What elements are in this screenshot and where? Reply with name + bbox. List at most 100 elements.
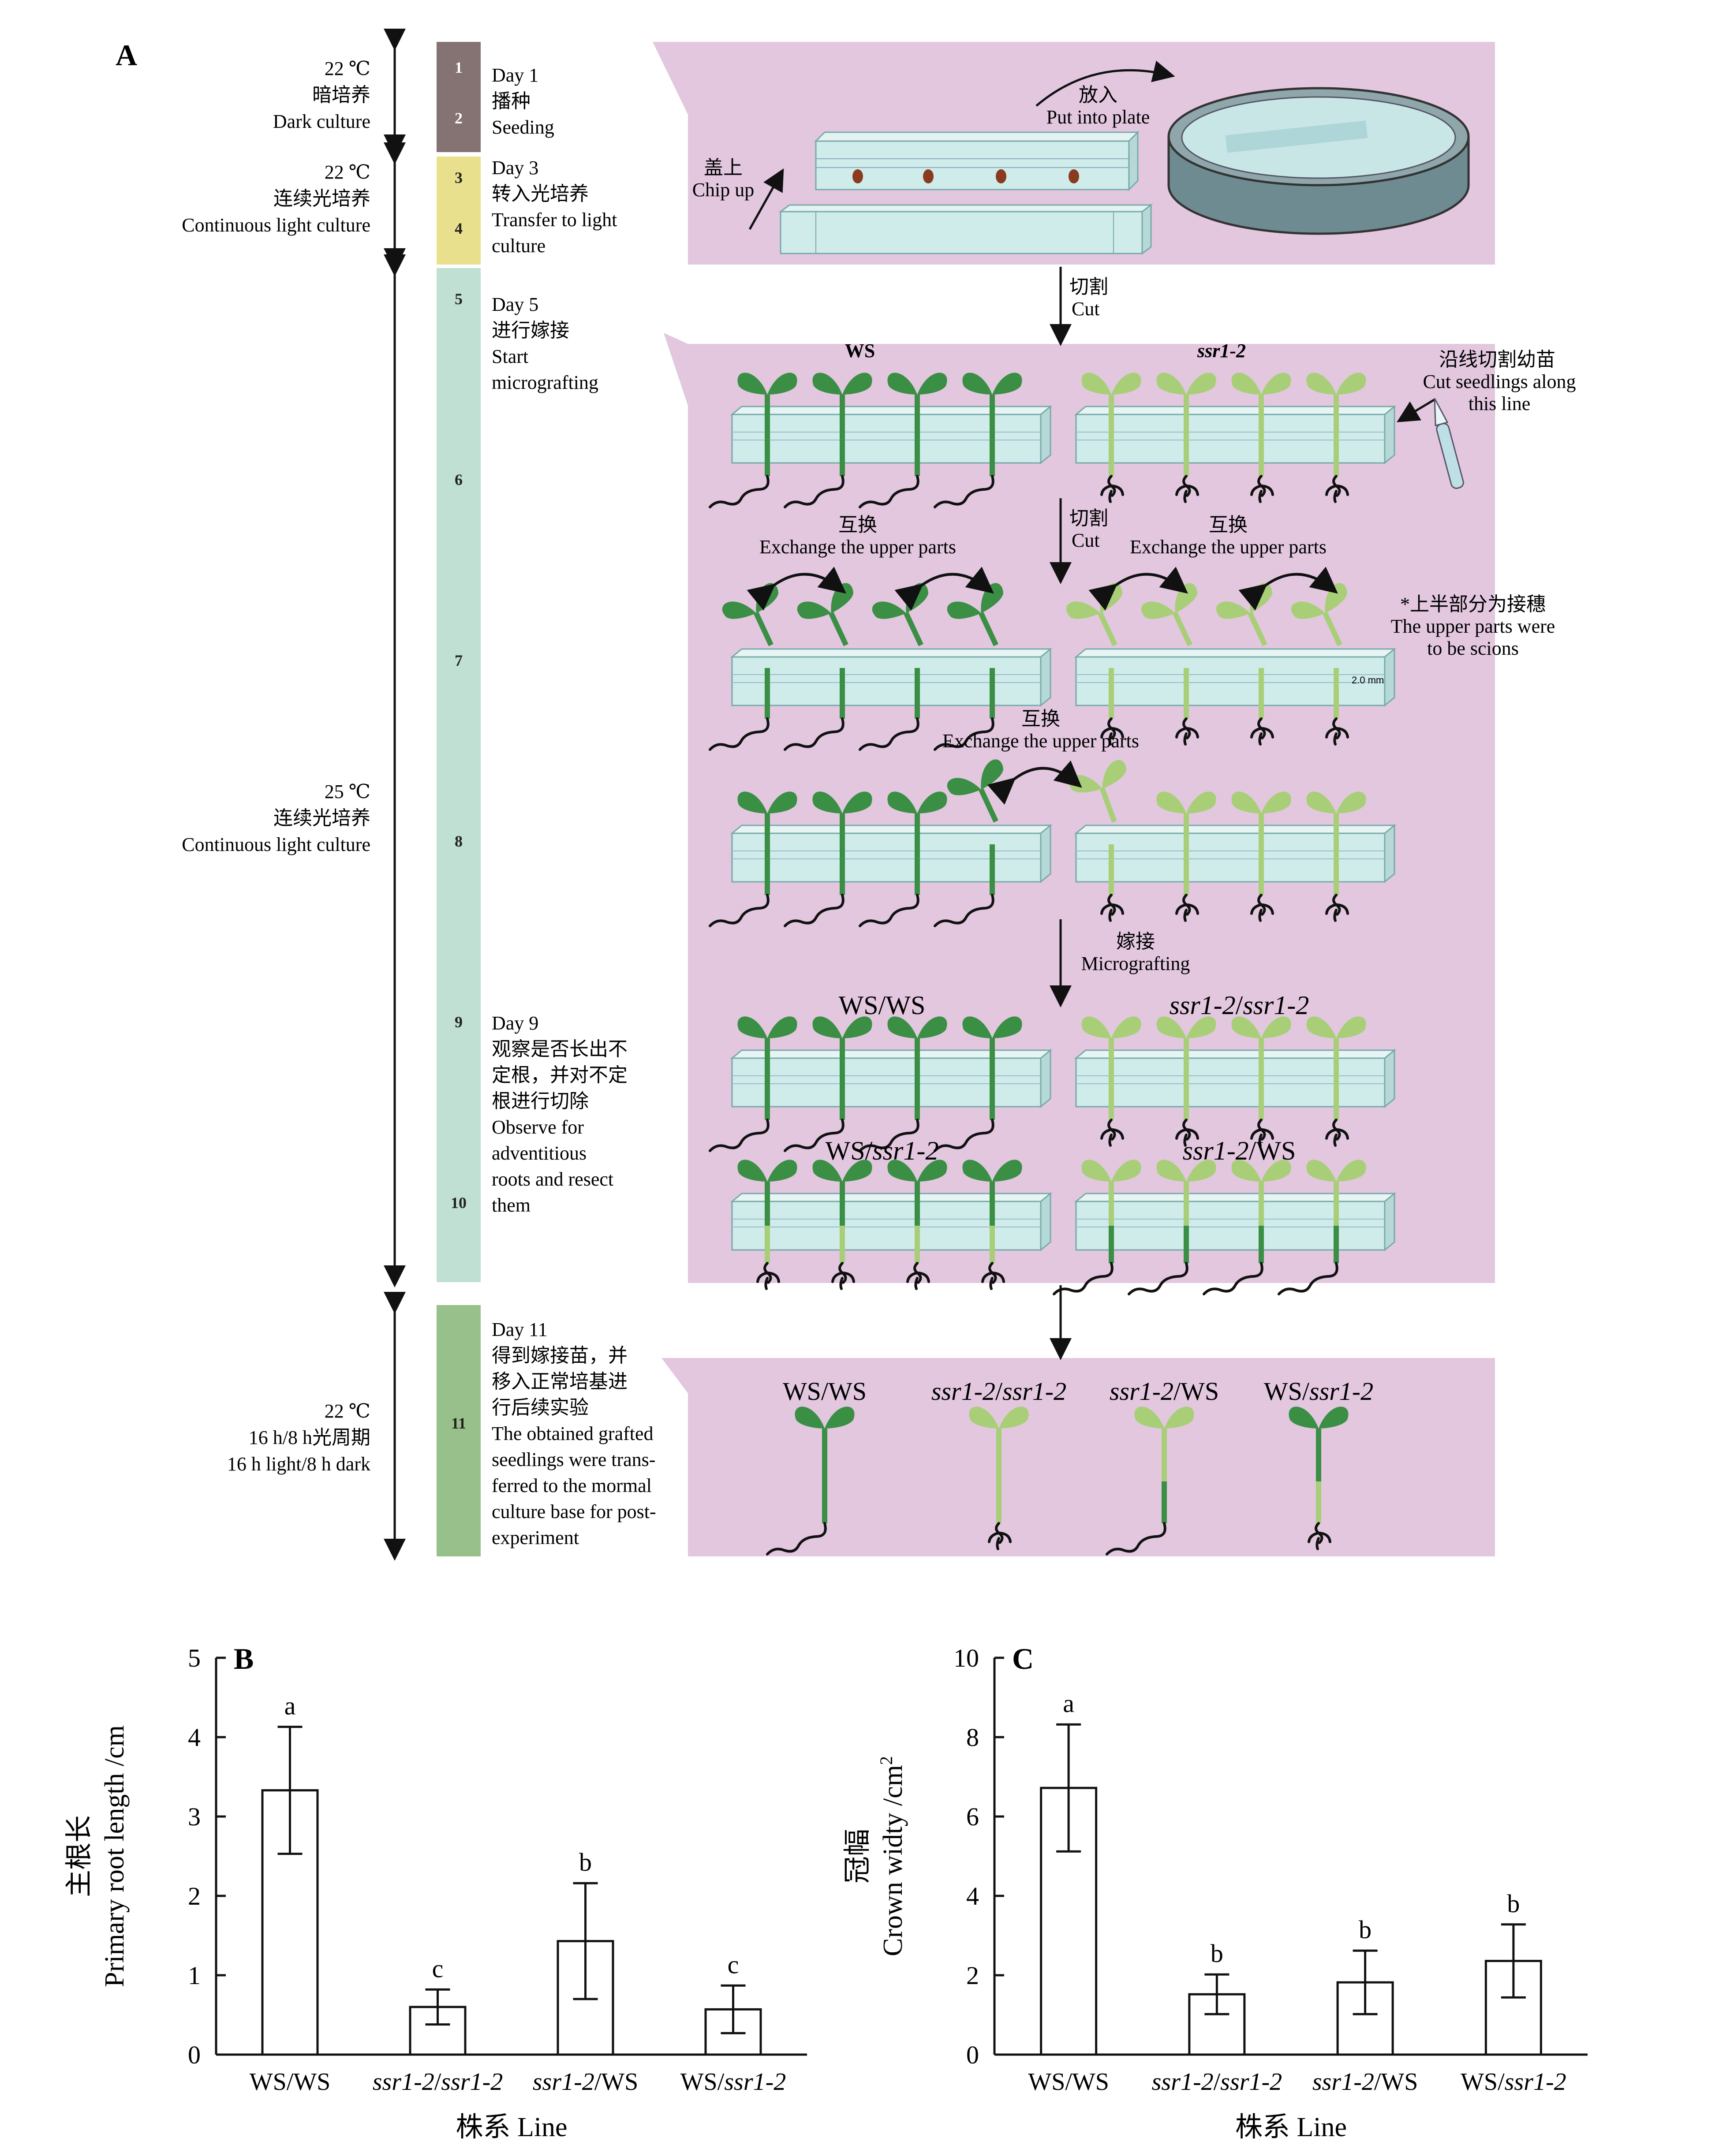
y-tick-label-8: 8 (966, 1723, 979, 1752)
exchange-1-en: Exchange the upper parts (759, 536, 956, 558)
swap-arrow-ssr-1 (1088, 567, 1188, 611)
chip-combo-1 (1074, 1048, 1397, 1108)
grafted-seedling-0-0 (709, 1016, 797, 1152)
mm-label: 2.0 mm (1352, 675, 1384, 686)
scion-note-en-1: The upper parts were (1391, 615, 1555, 637)
x-tick-label-0: WS/WS (1028, 2068, 1109, 2096)
stage-note-3-6: roots and resect (492, 1168, 613, 1190)
stage-note-1-0: Day 3 (492, 157, 538, 179)
swap-arrow-ws-1 (747, 567, 846, 611)
stage-note-3-4: Observe for (492, 1116, 584, 1138)
seedling-r1-ws-2 (859, 373, 947, 508)
y-axis-title-cn: 冠幅 (843, 1829, 873, 1884)
combo-label-3: ssr1-2/WS (1183, 1136, 1296, 1165)
seedling-r3-ssr-2 (1231, 791, 1291, 922)
box1-content: 盖上 Chip up 放入 Put into plate (692, 60, 1470, 255)
scalpel-icon (1434, 398, 1464, 489)
seedling-r1-ws-1 (784, 373, 872, 508)
grafted-seedling-0-2 (859, 1016, 947, 1152)
y-tick-label-3: 3 (188, 1802, 201, 1831)
significance-letter-3: c (728, 1950, 739, 1979)
x-tick-label-1: ssr1-2/ssr1-2 (373, 2068, 503, 2096)
combo-label-0: WS/WS (839, 991, 926, 1020)
chip-up-arrow (748, 168, 784, 230)
day-number-2: 2 (455, 109, 463, 127)
final-label-0: WS/WS (783, 1377, 867, 1406)
stage-note-2-2: Start (492, 346, 528, 367)
y-axis-title-en: Primary root length /cm (100, 1725, 130, 1987)
seedling-r1-ssr-0 (1081, 373, 1141, 503)
grafted-seedling-1-3 (1306, 1016, 1366, 1147)
chip-up-en: Chip up (692, 179, 755, 201)
y-tick-label-4: 4 (188, 1723, 201, 1752)
x-tick-label-3: WS/ssr1-2 (680, 2068, 786, 2096)
chip-up-cn: 盖上 (704, 157, 743, 179)
final-seedling-3 (1289, 1406, 1349, 1550)
cut-2-cn: 切割 (1069, 507, 1108, 529)
final-seedling-1 (969, 1406, 1029, 1550)
day-number-6: 6 (455, 471, 463, 489)
stage-note-4-5: seedlings were trans- (492, 1449, 655, 1470)
cut-line-arrow (1397, 398, 1436, 422)
y-tick-label-2: 2 (188, 1882, 201, 1910)
cut-2-en: Cut (1072, 530, 1100, 551)
exchange-1-cn: 互换 (838, 514, 877, 536)
grafted-seedling-3-2 (1203, 1160, 1291, 1295)
day-number-5: 5 (455, 290, 463, 308)
chart-c: C0246810aWS/WSbssr1-2/ssr1-2bssr1-2/WSbW… (843, 1642, 1588, 2142)
ssr-header: ssr1-2 (1197, 340, 1246, 362)
y-axis-title-en: Crown widty /cm2 (876, 1756, 908, 1956)
put-into-plate-arrow (1035, 60, 1175, 107)
exchange-2-cn: 互换 (1209, 514, 1248, 536)
panel-b-label: B (234, 1642, 254, 1675)
scion-note-cn: *上半部分为接穗 (1400, 593, 1546, 615)
condition-en-3: 16 h light/8 h dark (227, 1453, 370, 1475)
seedling-r3-ws-2 (859, 791, 947, 927)
seedling-r3-ssr-1 (1156, 791, 1216, 922)
chip-combo-0 (730, 1048, 1053, 1108)
significance-letter-2: b (1359, 1915, 1371, 1944)
stage-note-4-7: culture base for post- (492, 1501, 656, 1522)
seedling-r1-ws-3 (934, 373, 1022, 508)
stage-note-3-0: Day 9 (492, 1012, 538, 1034)
stage-bar-dark (437, 42, 481, 152)
grafted-seedling-3-3 (1278, 1160, 1366, 1295)
seedling-r1-ssr-3 (1306, 373, 1366, 503)
swap-arrow-cross (987, 760, 1082, 805)
put-into-plate-cn: 放入 (1079, 84, 1117, 106)
stage-note-4-4: The obtained grafted (492, 1423, 654, 1444)
x-axis-title: 株系 Line (1235, 2112, 1347, 2142)
seedling-r3-ws-1 (784, 791, 872, 927)
swap-arrow-ws-2 (894, 567, 994, 611)
grafted-seedling-2-0 (737, 1160, 797, 1290)
y-tick-label-0: 0 (188, 2040, 201, 2069)
day-number-11: 11 (451, 1414, 466, 1432)
put-into-plate-en: Put into plate (1046, 106, 1150, 128)
stage-bar (437, 42, 481, 1556)
stage-note-3-3: 根进行切除 (492, 1090, 589, 1112)
stage-note-3-1: 观察是否长出不 (492, 1038, 628, 1060)
stage-note-1-3: culture (492, 235, 546, 257)
day-number-7: 7 (455, 652, 463, 669)
final-label-1: ssr1-2/ssr1-2 (931, 1377, 1066, 1406)
petri-dish (1167, 87, 1470, 235)
chip-row2-ws (730, 647, 1053, 707)
grafted-seedling-1-0 (1081, 1016, 1141, 1147)
stage-bar-graft (437, 268, 481, 1282)
seedling-r3-ws-0 (709, 791, 797, 927)
stage-note-2-1: 进行嫁接 (492, 320, 569, 341)
condition-cn-0: 暗培养 (312, 84, 370, 106)
exchange-2-en: Exchange the upper parts (1130, 536, 1327, 558)
stage-note-0-2: Seeding (492, 116, 554, 138)
day-number-1: 1 (455, 59, 463, 76)
exchange-3-en: Exchange the upper parts (942, 730, 1139, 752)
grafted-seedling-0-1 (784, 1016, 872, 1152)
pink-box-3 (661, 1358, 1495, 1556)
seedling-r1-ssr-2 (1231, 373, 1291, 503)
significance-letter-1: b (1211, 1939, 1223, 1968)
